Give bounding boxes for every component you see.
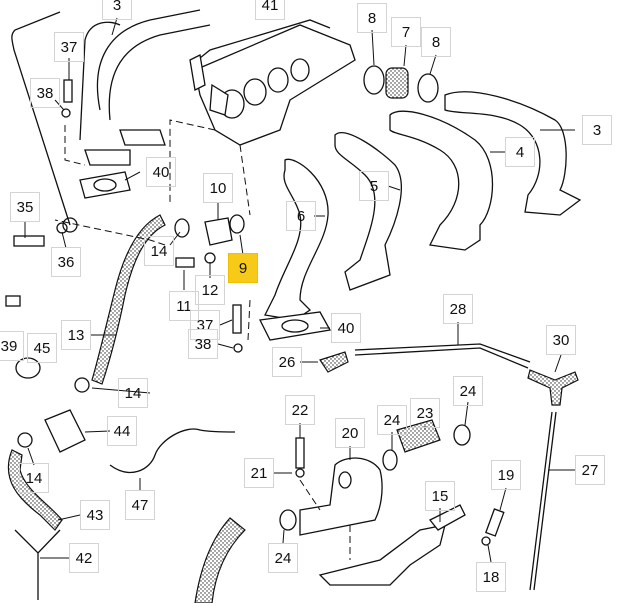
hose-clamp-icon <box>417 73 439 103</box>
callout-24[interactable]: 24 <box>377 405 407 435</box>
callout-39[interactable]: 39 <box>0 331 24 361</box>
callout-43[interactable]: 43 <box>80 500 110 530</box>
hose-23 <box>396 419 441 453</box>
callout-37[interactable]: 37 <box>54 32 84 62</box>
y-piece-30 <box>527 369 579 406</box>
intake-manifold <box>189 19 356 146</box>
wiring-harness <box>109 428 236 474</box>
callout-27[interactable]: 27 <box>575 455 605 485</box>
callout-21[interactable]: 21 <box>244 458 274 488</box>
callout-40[interactable]: 40 <box>331 313 361 343</box>
callout-38[interactable]: 38 <box>30 78 60 108</box>
callout-23[interactable]: 23 <box>410 398 440 428</box>
pipe-28 <box>354 343 531 369</box>
leader-lines <box>24 17 575 563</box>
callout-14[interactable]: 14 <box>118 378 148 408</box>
callout-24[interactable]: 24 <box>453 376 483 406</box>
callout-22[interactable]: 22 <box>285 395 315 425</box>
callout-18[interactable]: 18 <box>476 562 506 592</box>
hose-clamp-icon <box>363 65 385 95</box>
callout-4[interactable]: 4 <box>505 137 535 167</box>
callout-5[interactable]: 5 <box>359 171 389 201</box>
callout-41[interactable]: 41 <box>255 0 285 20</box>
callout-9[interactable]: 9 <box>228 253 258 283</box>
callout-30[interactable]: 30 <box>546 325 576 355</box>
callout-35[interactable]: 35 <box>10 192 40 222</box>
individual-runners <box>259 91 582 341</box>
y-connector-42 <box>14 529 61 600</box>
callout-24[interactable]: 24 <box>268 543 298 573</box>
callout-7[interactable]: 7 <box>391 17 421 47</box>
hose-43 <box>7 449 63 531</box>
pipe-27 <box>529 411 557 591</box>
fuel-pump-icon <box>44 409 86 453</box>
callout-36[interactable]: 36 <box>51 247 81 277</box>
callout-45[interactable]: 45 <box>27 333 57 363</box>
valve-20-icon <box>299 457 383 536</box>
callout-14[interactable]: 14 <box>19 463 49 493</box>
callout-40[interactable]: 40 <box>146 157 176 187</box>
callout-19[interactable]: 19 <box>491 460 521 490</box>
callout-10[interactable]: 10 <box>203 173 233 203</box>
callout-38[interactable]: 38 <box>188 329 218 359</box>
callout-42[interactable]: 42 <box>69 543 99 573</box>
coupling-hose-icon <box>385 67 409 99</box>
callout-12[interactable]: 12 <box>195 275 225 305</box>
callout-8[interactable]: 8 <box>357 3 387 33</box>
callout-3[interactable]: 3 <box>102 0 132 20</box>
callout-3[interactable]: 3 <box>582 115 612 145</box>
bracket-15-icon <box>318 524 446 586</box>
callout-26[interactable]: 26 <box>272 347 302 377</box>
callout-47[interactable]: 47 <box>125 490 155 520</box>
callout-14[interactable]: 14 <box>144 236 174 266</box>
callout-20[interactable]: 20 <box>335 418 365 448</box>
vent-pipe <box>11 11 71 226</box>
callout-6[interactable]: 6 <box>286 201 316 231</box>
callout-11[interactable]: 11 <box>169 291 199 321</box>
hose-26 <box>319 351 349 373</box>
callout-28[interactable]: 28 <box>443 294 473 324</box>
hose-lower <box>194 517 246 603</box>
gasket-icon <box>79 171 131 199</box>
callout-44[interactable]: 44 <box>107 416 137 446</box>
callout-15[interactable]: 15 <box>425 481 455 511</box>
hose-13 <box>91 214 166 385</box>
callout-8[interactable]: 8 <box>421 27 451 57</box>
callout-13[interactable]: 13 <box>61 320 91 350</box>
intake-runners <box>79 9 211 166</box>
